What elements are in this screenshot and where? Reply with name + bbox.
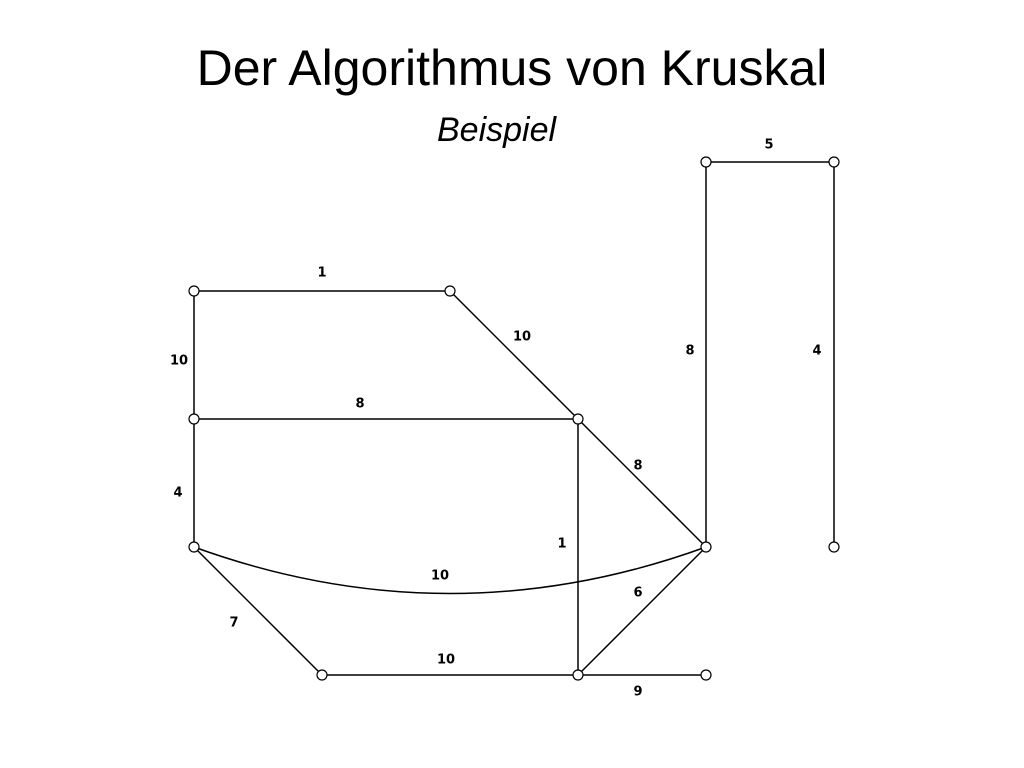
graph-node-j: [700, 669, 712, 681]
graph-node-h: [316, 669, 328, 681]
edge-weight-label: 1: [317, 266, 326, 281]
graph-node-k: [700, 156, 712, 168]
weight-labels-layer: 1 10 10 8 4 8 1 10 7 10 6 9 8 5 4: [170, 138, 822, 700]
graph-node-e: [188, 541, 200, 553]
graph-node-l: [828, 156, 840, 168]
edge-weight-label: 8: [633, 459, 642, 474]
graph-node-b: [444, 285, 456, 297]
edge-weight-label: 1: [557, 537, 566, 552]
edge-weight-label: 10: [437, 653, 455, 668]
edge-e-h: [193, 546, 323, 676]
edge-weight-label: 9: [633, 685, 642, 700]
edges-layer: [193, 161, 835, 676]
nodes-layer: [188, 156, 840, 681]
graph-node-c: [188, 413, 200, 425]
graph-node-a: [188, 285, 200, 297]
edge-weight-label: 4: [812, 344, 821, 359]
edge-weight-label: 10: [170, 354, 188, 369]
edge-e-f: [193, 546, 707, 595]
edge-weight-label: 10: [513, 330, 531, 345]
edge-weight-label: 8: [685, 344, 694, 359]
edge-weight-label: 7: [229, 616, 238, 631]
slide-subtitle: Beispiel: [437, 111, 557, 149]
edge-b-d: [449, 290, 579, 420]
graph-node-g: [828, 541, 840, 553]
graph-node-i: [572, 669, 584, 681]
edge-weight-label: 10: [431, 569, 449, 584]
graph-node-f: [700, 541, 712, 553]
edge-d-f: [577, 418, 707, 548]
edge-weight-label: 4: [173, 486, 182, 501]
edge-i-f: [577, 546, 707, 676]
edge-weight-label: 8: [355, 397, 364, 412]
slide-title: Der Algorithmus von Kruskal: [196, 40, 828, 96]
edge-weight-label: 5: [764, 138, 773, 153]
edge-weight-label: 6: [633, 586, 642, 601]
graph-node-d: [572, 413, 584, 425]
